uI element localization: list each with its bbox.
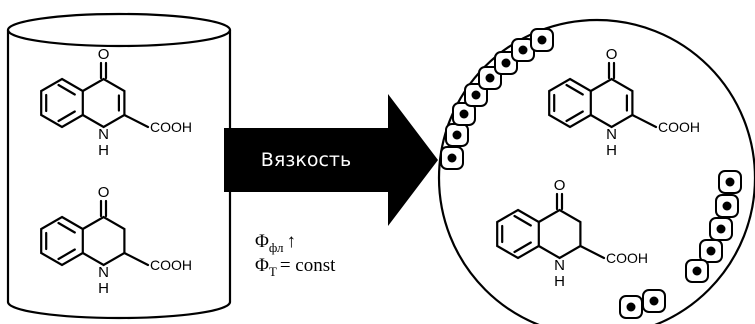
hydrogen-label: H	[98, 280, 109, 297]
membrane-unit	[718, 170, 742, 194]
cell-membrane-circle	[437, 18, 755, 324]
molecule-cell-top: O N H COOH	[548, 46, 700, 159]
oxygen-label: O	[606, 46, 618, 63]
carboxyl-label: COOH	[150, 119, 192, 135]
arrow-shape	[224, 94, 438, 226]
membrane-units	[440, 28, 742, 319]
membrane-unit	[478, 66, 502, 90]
quantum-yield-formulas: Φфл↑ ΦT= const	[255, 231, 336, 279]
nitrogen-label: N	[98, 126, 109, 143]
carboxyl-label: COOH	[150, 257, 192, 273]
oxygen-label: O	[98, 184, 110, 201]
membrane-unit	[642, 289, 666, 313]
nitrogen-label: N	[98, 264, 109, 281]
fluorescence-yield-formula: Φфл↑	[255, 231, 296, 255]
carboxyl-label: COOH	[606, 250, 648, 266]
arrow-label: Вязкость	[261, 149, 351, 171]
molecule-cell-bottom: O N H COOH	[496, 177, 648, 290]
membrane-unit	[715, 194, 739, 218]
viscosity-arrow: Вязкость	[224, 94, 438, 226]
nitrogen-label: N	[554, 257, 565, 274]
hydrogen-label: H	[606, 142, 617, 159]
membrane-unit	[699, 239, 723, 263]
membrane-unit	[445, 123, 469, 147]
membrane-unit	[709, 217, 733, 241]
membrane-unit	[464, 83, 488, 107]
oxygen-label: O	[554, 177, 566, 194]
cylinder	[6, 12, 232, 320]
membrane-unit	[511, 38, 535, 62]
hydrogen-label: H	[98, 142, 109, 159]
nitrogen-label: N	[606, 126, 617, 143]
membrane-unit	[440, 146, 464, 170]
triplet-yield-formula: ΦT= const	[255, 255, 336, 279]
hydrogen-label: H	[554, 273, 565, 290]
oxygen-label: O	[98, 46, 110, 63]
molecule-cylinder-bottom: O N H COOH	[40, 184, 192, 297]
cylinder-top-rim	[6, 12, 232, 48]
membrane-unit	[619, 295, 643, 319]
molecule-cylinder-top: O N H COOH	[40, 46, 192, 159]
cylinder-bottom-rim	[6, 300, 232, 320]
membrane-unit	[530, 28, 554, 52]
membrane-unit	[452, 102, 476, 126]
membrane-unit	[685, 259, 709, 283]
carboxyl-label: COOH	[658, 119, 700, 135]
